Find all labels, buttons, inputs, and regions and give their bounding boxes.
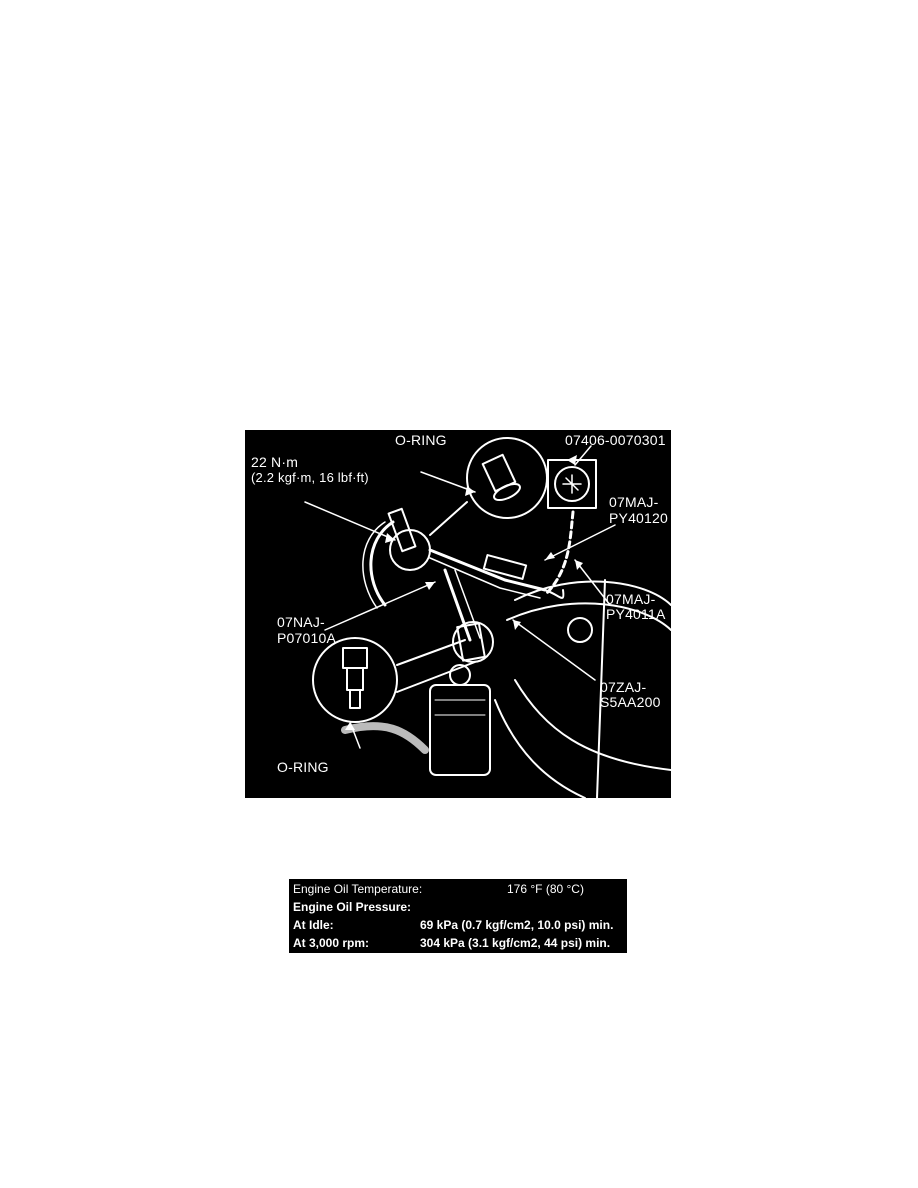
part-07406-label: 07406-0070301 [565, 432, 666, 448]
spec-value: 304 kPa (3.1 kgf/cm2, 44 psi) min. [420, 936, 611, 950]
part-07maj-b-label-line1: 07MAJ- [606, 591, 656, 607]
oil-pressure-spec-table: Engine Oil Temperature:176 °F (80 °C)Eng… [289, 879, 627, 953]
spec-label: Engine Oil Temperature: [293, 882, 423, 896]
spec-value: 176 °F (80 °C) [507, 882, 584, 896]
spec-label: Engine Oil Pressure: [293, 900, 412, 914]
spec-row: Engine Oil Pressure: [293, 898, 623, 916]
spec-row: At Idle: 69 kPa (0.7 kgf/cm2, 10.0 psi) m… [293, 916, 623, 934]
part-07naj-label-line1: 07NAJ- [277, 614, 325, 630]
oil-pressure-gauge-illustration: O-RING 07406-0070301 22 N·m (2.2 kgf·m, … [245, 430, 671, 798]
o-ring-bottom-label: O-RING [277, 759, 329, 775]
torque-label-line2: (2.2 kgf·m, 16 lbf·ft) [251, 470, 369, 485]
part-07maj-b-label-line2: PY4011A [606, 606, 666, 622]
o-ring-top-label: O-RING [395, 432, 447, 448]
part-07naj-label-line2: P07010A [277, 630, 337, 646]
part-07zaj-label-line1: 07ZAJ- [600, 679, 647, 695]
spec-label: At 3,000 rpm: [293, 936, 370, 950]
illustration-drawing [304, 437, 671, 798]
spec-value: 69 kPa (0.7 kgf/cm2, 10.0 psi) min. [420, 918, 614, 932]
part-07maj-a-label-line2: PY40120 [609, 510, 669, 526]
spec-label: At Idle: [293, 918, 334, 932]
spec-row: At 3,000 rpm: 304 kPa (3.1 kgf/cm2, 44 ps… [293, 934, 623, 952]
torque-label-line1: 22 N·m [251, 454, 299, 470]
spec-row: Engine Oil Temperature: 176 °F (80 °C) [293, 880, 623, 898]
part-07zaj-label-line2: S5AA200 [600, 694, 661, 710]
part-07maj-a-label-line1: 07MAJ- [609, 494, 659, 510]
